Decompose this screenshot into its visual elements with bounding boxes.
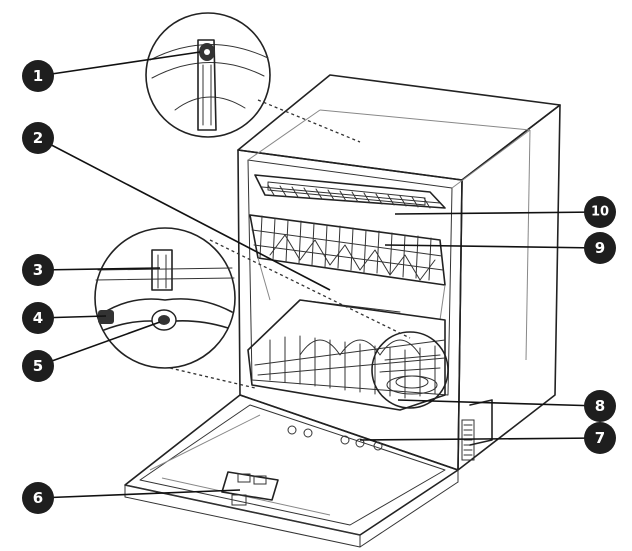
- cutlery-tray: [254, 174, 446, 209]
- detail-link-2: [209, 239, 411, 339]
- callout-6: 6: [22, 482, 54, 514]
- callout-8-label: 8: [595, 397, 605, 415]
- lower-basket: [247, 299, 446, 411]
- callout-1: 1: [22, 60, 54, 92]
- callout-9-label: 9: [595, 239, 605, 257]
- door-rollers: [287, 425, 383, 451]
- callout-2-label: 2: [33, 129, 43, 147]
- callout-6-label: 6: [33, 489, 43, 507]
- callout-10: 10: [584, 196, 616, 228]
- callout-3-label: 3: [33, 261, 43, 279]
- leader-lines: [37, 51, 601, 499]
- detergent-dispenser: [221, 471, 279, 506]
- door: [124, 394, 459, 548]
- callout-4: 4: [22, 302, 54, 334]
- callout-7-label: 7: [595, 429, 605, 447]
- callout-5-label: 5: [33, 357, 43, 375]
- callout-3: 3: [22, 254, 54, 286]
- upper-basket: [249, 214, 446, 321]
- detail-link-3: [169, 367, 256, 389]
- callout-2: 2: [22, 122, 54, 154]
- callout-4-label: 4: [33, 309, 43, 327]
- callout-9: 9: [584, 232, 616, 264]
- filter-detail-circle: [371, 331, 449, 409]
- callout-1-label: 1: [33, 67, 43, 85]
- callout-5: 5: [22, 350, 54, 382]
- callout-10-label: 10: [591, 205, 609, 220]
- callout-7: 7: [584, 422, 616, 454]
- top-spray-detail-circle: [145, 12, 271, 138]
- side-vent: [461, 419, 475, 461]
- callout-8: 8: [584, 390, 616, 422]
- lower-spray-detail-circle: [94, 227, 236, 369]
- detail-link-1: [257, 99, 361, 143]
